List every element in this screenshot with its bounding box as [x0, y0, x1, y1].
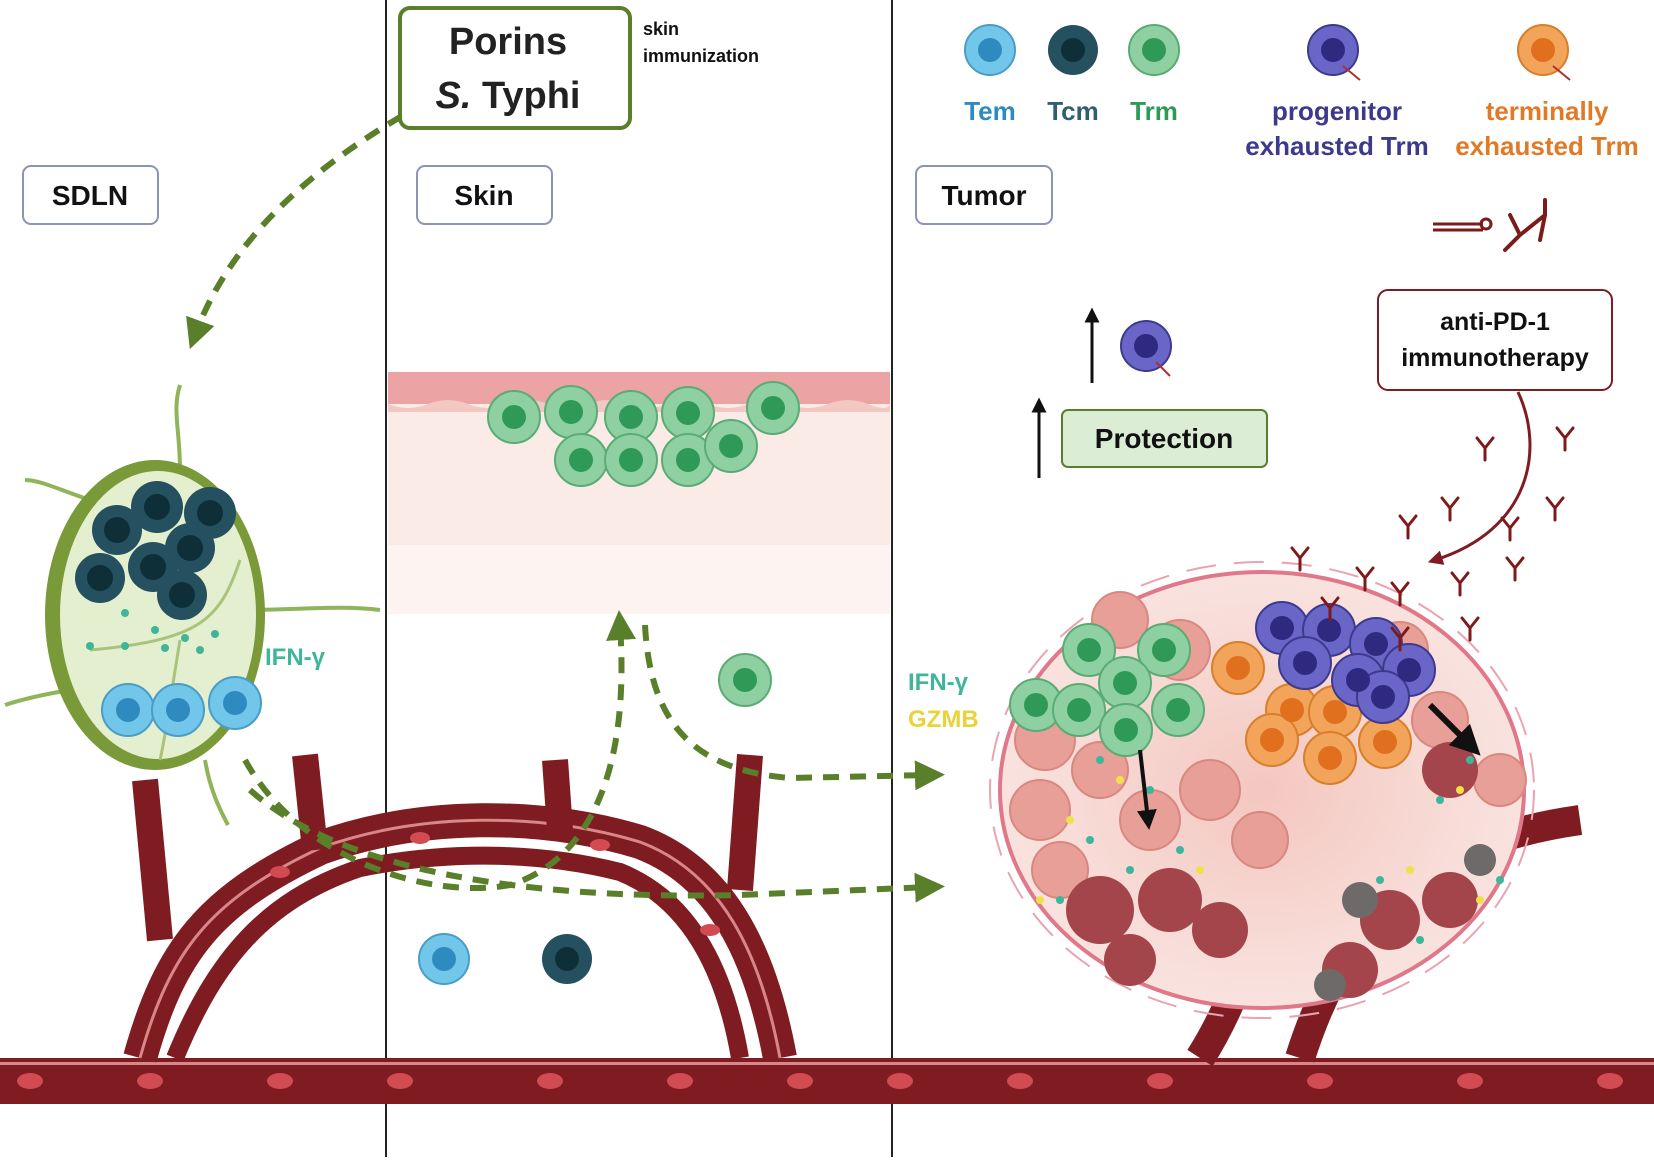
tumor-gzmb-label: GZMB: [908, 706, 979, 733]
protection-progenitor-cell: [1120, 320, 1172, 377]
tumor-cytokine-dots: [1036, 756, 1504, 944]
antibodies: [1290, 198, 1575, 652]
sdln-label-box: [22, 165, 159, 225]
ln-ifng-dots: [86, 609, 219, 654]
ln-tem-cells: [101, 676, 262, 737]
vaccine-line2-italic: S.: [436, 75, 472, 117]
skin-label-box: [416, 165, 553, 225]
legend-trm-label: Trm: [1130, 96, 1178, 126]
therapy-label-1: anti-PD-1: [1440, 308, 1550, 336]
tumor-terminal-cells: [1211, 641, 1412, 785]
tumor-trm-cells: [1009, 623, 1205, 757]
tumor-label: Tumor: [941, 180, 1026, 211]
vaccine-line2: S. Typhi: [436, 75, 581, 117]
vaccine-line1: Porins: [449, 21, 567, 63]
protection-label: Protection: [1095, 423, 1233, 454]
legend-cells: [964, 24, 1571, 81]
therapy-label-2: immunotherapy: [1401, 344, 1589, 372]
sdln-label: SDLN: [52, 180, 128, 211]
ln-tcm-cells: [75, 481, 236, 620]
tumor-label-box: [915, 165, 1053, 225]
vaccine-line2-rest: Typhi: [482, 75, 581, 117]
skin-circulating-cells: [418, 933, 592, 985]
legend-terminal-label-1: terminally: [1486, 96, 1609, 126]
migration-arrows: [186, 113, 945, 903]
vaccine-box: [398, 6, 632, 130]
route-line2: immunization: [643, 46, 759, 66]
legend-tcm-label: Tcm: [1047, 96, 1099, 126]
skin-tissue: [388, 372, 890, 614]
legend-terminal-label-2: exhausted Trm: [1455, 131, 1639, 161]
legend-progenitor-label-2: exhausted Trm: [1245, 131, 1429, 161]
protection-arrows: [1031, 307, 1100, 478]
legend-tem-label: Tem: [964, 96, 1016, 126]
skin-trm-cells: [487, 381, 800, 707]
skin-label: Skin: [454, 180, 513, 211]
route-line1: skin: [643, 19, 679, 39]
therapy-box: [1377, 289, 1613, 391]
tumor-ifng-label: IFN-γ: [908, 669, 969, 696]
legend-progenitor-label-1: progenitor: [1272, 96, 1402, 126]
killing-arrows: [1136, 702, 1481, 830]
protection-box: [1061, 409, 1268, 468]
ln-ifng-label: IFN-γ: [265, 644, 326, 671]
tumor-progenitor-cells: [1255, 601, 1436, 724]
therapy-arrow: [1427, 391, 1532, 565]
